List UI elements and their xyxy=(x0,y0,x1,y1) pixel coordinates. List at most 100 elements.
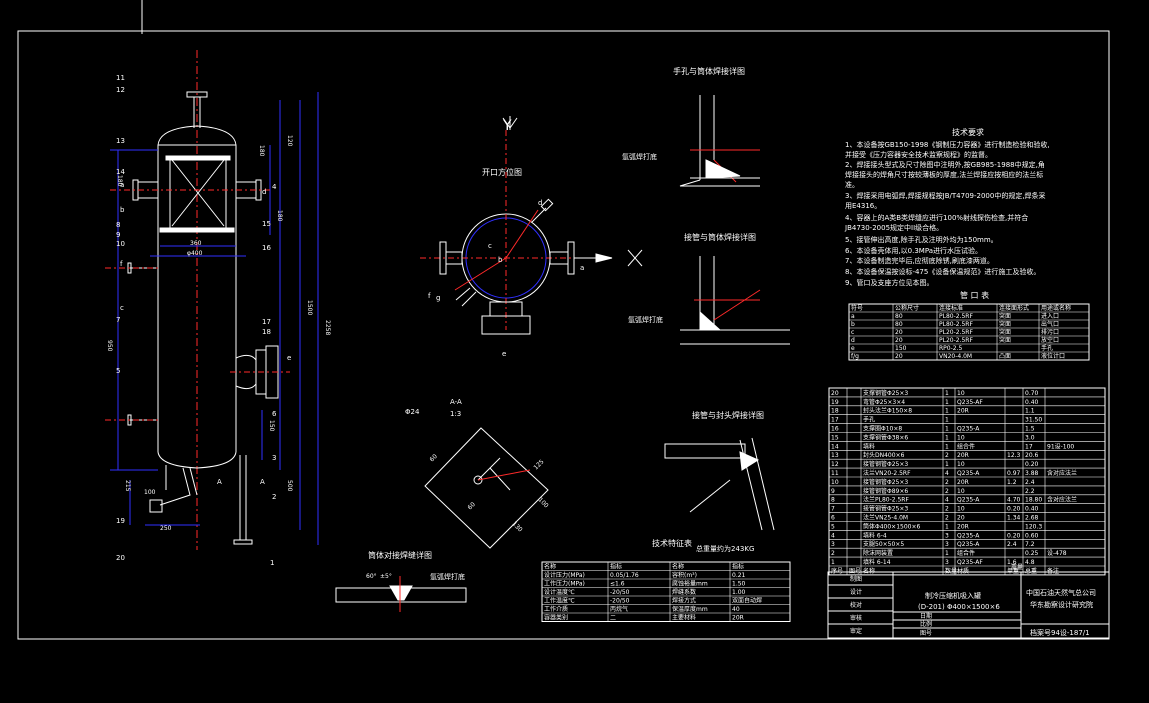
nozzle-table-cell: 20 xyxy=(895,337,903,344)
svg-text:13: 13 xyxy=(116,137,125,145)
parts-table-header-cell: 材质 xyxy=(957,567,969,575)
design-table-border xyxy=(541,561,791,622)
svg-text:A-A: A-A xyxy=(450,398,462,406)
svg-text:5、接管伸出高度,除手孔及注明外均为150mm。: 5、接管伸出高度,除手孔及注明外均为150mm。 xyxy=(845,235,998,244)
nozzle-table-title: 管 口 表 xyxy=(960,290,989,300)
nozzle-table-cell: 80 xyxy=(895,313,903,320)
svg-text:2258: 2258 xyxy=(324,320,331,335)
title-block xyxy=(827,571,1110,639)
parts-table-cell: 组合件 xyxy=(957,549,975,557)
weld-detail-shell-seam xyxy=(335,576,467,612)
nozzle-table-header-cell: 连接标准 xyxy=(939,304,963,312)
svg-text:审核: 审核 xyxy=(850,614,862,622)
parts-table-cell: Q235-A xyxy=(957,426,980,433)
svg-text:15: 15 xyxy=(262,220,271,228)
svg-text:250: 250 xyxy=(160,525,172,532)
parts-table-cell: 8 xyxy=(831,497,835,504)
svg-text:日期: 日期 xyxy=(920,612,932,620)
parts-table-cell: 组合件 xyxy=(957,442,975,450)
nozzle-table-cell: 放空口 xyxy=(1041,336,1059,344)
svg-text:4: 4 xyxy=(272,183,277,191)
svg-text:6、本设备壳体用,以0.3MPa进行水压试验。: 6、本设备壳体用,以0.3MPa进行水压试验。 xyxy=(845,246,982,255)
parts-table-cell: 11 xyxy=(831,470,839,477)
design-table-cell: 设计温度℃ xyxy=(544,588,575,596)
parts-table-cell: 4 xyxy=(945,497,949,504)
svg-text:氩弧焊打底: 氩弧焊打底 xyxy=(622,152,657,161)
parts-table-cell: 2 xyxy=(945,452,949,459)
svg-text:b: b xyxy=(498,256,503,264)
parts-table-cell: 封头法兰Φ150×8 xyxy=(863,407,912,415)
weld-captions: 手孔与筒体焊接详图 接管与筒体焊接详图 接管与封头焊接详图 筒体对接焊缝详图 氩… xyxy=(366,66,764,581)
parts-table-cell: 31.50 xyxy=(1025,417,1042,424)
svg-text:18: 18 xyxy=(262,328,271,336)
svg-text:12: 12 xyxy=(116,86,125,94)
parts-table-header-cell: 备注 xyxy=(1047,567,1059,575)
svg-text:1: 1 xyxy=(270,559,274,567)
svg-text:7: 7 xyxy=(116,316,120,324)
parts-table-cell: 1 xyxy=(831,559,835,566)
drawing-frame xyxy=(17,30,1110,640)
parts-table-cell: 1 xyxy=(945,443,949,450)
svg-text:档案号94设-187/1: 档案号94设-187/1 xyxy=(1030,628,1090,637)
svg-text:氩弧焊打底: 氩弧焊打底 xyxy=(430,572,465,581)
svg-text:开口方位图: 开口方位图 xyxy=(482,167,522,177)
parts-table-cell: 1 xyxy=(945,426,949,433)
weld-detail-pipe-head xyxy=(664,437,775,531)
parts-table-cell: 0.40 xyxy=(1025,399,1039,406)
design-table-header-cell: 名称 xyxy=(544,563,556,571)
svg-text:10: 10 xyxy=(116,240,125,248)
parts-table-cell: 13 xyxy=(831,452,839,459)
parts-table-cell: 1.6 xyxy=(1007,559,1017,566)
design-table-cell: 丙烷气 xyxy=(610,605,628,613)
parts-table-cell: 接管钢管Φ25×3 xyxy=(863,505,908,513)
section-a-a-labels: A-A 1:3 Φ24 60 125 130 60 100 xyxy=(405,398,550,534)
parts-table-cell: 0.97 xyxy=(1007,470,1021,477)
nozzle-table-cell: 进入口 xyxy=(1041,312,1059,320)
svg-text:60: 60 xyxy=(466,501,476,511)
title-block-text: 制图 设计 校对 审核 审定 制冷压缩机吸入罐 (D-201) Φ400×150… xyxy=(850,575,1096,637)
technical-requirements: 技术要求 1、本设备按GB150-1998《钢制压力容器》进行制造检验和验收, … xyxy=(844,127,1050,287)
parts-table-cell: 10 xyxy=(831,479,839,486)
parts-table-cell: 18 xyxy=(831,408,839,415)
svg-text:2: 2 xyxy=(272,493,276,501)
parts-table-cell: 20 xyxy=(831,390,839,397)
parts-table-cell: 10 xyxy=(957,434,965,441)
svg-text:a: a xyxy=(120,181,124,189)
vessel-elevation xyxy=(127,50,279,550)
parts-table-cell: 除沫网装置 xyxy=(863,549,893,557)
parts-table-header-cell: 单重 xyxy=(1007,567,1019,575)
parts-table-cell: 6 xyxy=(831,515,835,522)
svg-text:3: 3 xyxy=(272,454,276,462)
nozzle-labels: a b c d e f xyxy=(120,181,291,362)
parts-table-cell: 0.25 xyxy=(1025,550,1039,557)
parts-table-cell: 0.60 xyxy=(1025,532,1039,539)
svg-text:焊接接头的焊角尺寸按较薄板的厚度,法兰焊接应按相应的法兰标: 焊接接头的焊角尺寸按较薄板的厚度,法兰焊接应按相应的法兰标 xyxy=(845,170,1043,179)
parts-table-cell: 1.2 xyxy=(1007,479,1017,486)
parts-table-cell: Q235-A xyxy=(957,541,980,548)
svg-text:180: 180 xyxy=(116,175,123,187)
svg-text:c: c xyxy=(488,242,492,250)
nozzle-table-cell: PL80-2.5RF xyxy=(939,313,973,320)
parts-table-cell: 3.88 xyxy=(1025,470,1039,477)
design-table-cell: 焊接方式 xyxy=(672,597,696,605)
parts-table-cell: 支撑钢管Φ38×6 xyxy=(863,433,908,441)
parts-table-cell: Q235-A xyxy=(957,470,980,477)
parts-table-cell: 7 xyxy=(831,506,835,513)
parts-table-cell: 封头DN400×6 xyxy=(863,451,905,459)
svg-text:e: e xyxy=(287,354,291,362)
nozzle-table-cell: 手孔 xyxy=(1041,344,1053,352)
parts-table-cell: 筒体Φ400×1500×6 xyxy=(863,522,920,530)
svg-text:150: 150 xyxy=(268,420,275,432)
svg-text:7、本设备制造完毕后,应彻底除锈,刷底漆两道。: 7、本设备制造完毕后,应彻底除锈,刷底漆两道。 xyxy=(845,256,994,265)
svg-text:制冷压缩机吸入罐: 制冷压缩机吸入罐 xyxy=(925,591,981,600)
parts-table-cell: 14 xyxy=(831,443,839,450)
parts-table-cell: 5 xyxy=(831,523,835,530)
svg-text:g: g xyxy=(436,294,440,302)
nozzle-table-cell: PL80-2.5RF xyxy=(939,321,973,328)
svg-text:100: 100 xyxy=(537,496,550,509)
design-table-cell: 工作温度℃ xyxy=(544,597,575,605)
nozzle-table-cell: e xyxy=(851,345,855,352)
svg-text:A: A xyxy=(217,478,222,486)
elevation-dimensions xyxy=(110,92,319,545)
nozzle-table-cell: 20 xyxy=(895,353,903,360)
